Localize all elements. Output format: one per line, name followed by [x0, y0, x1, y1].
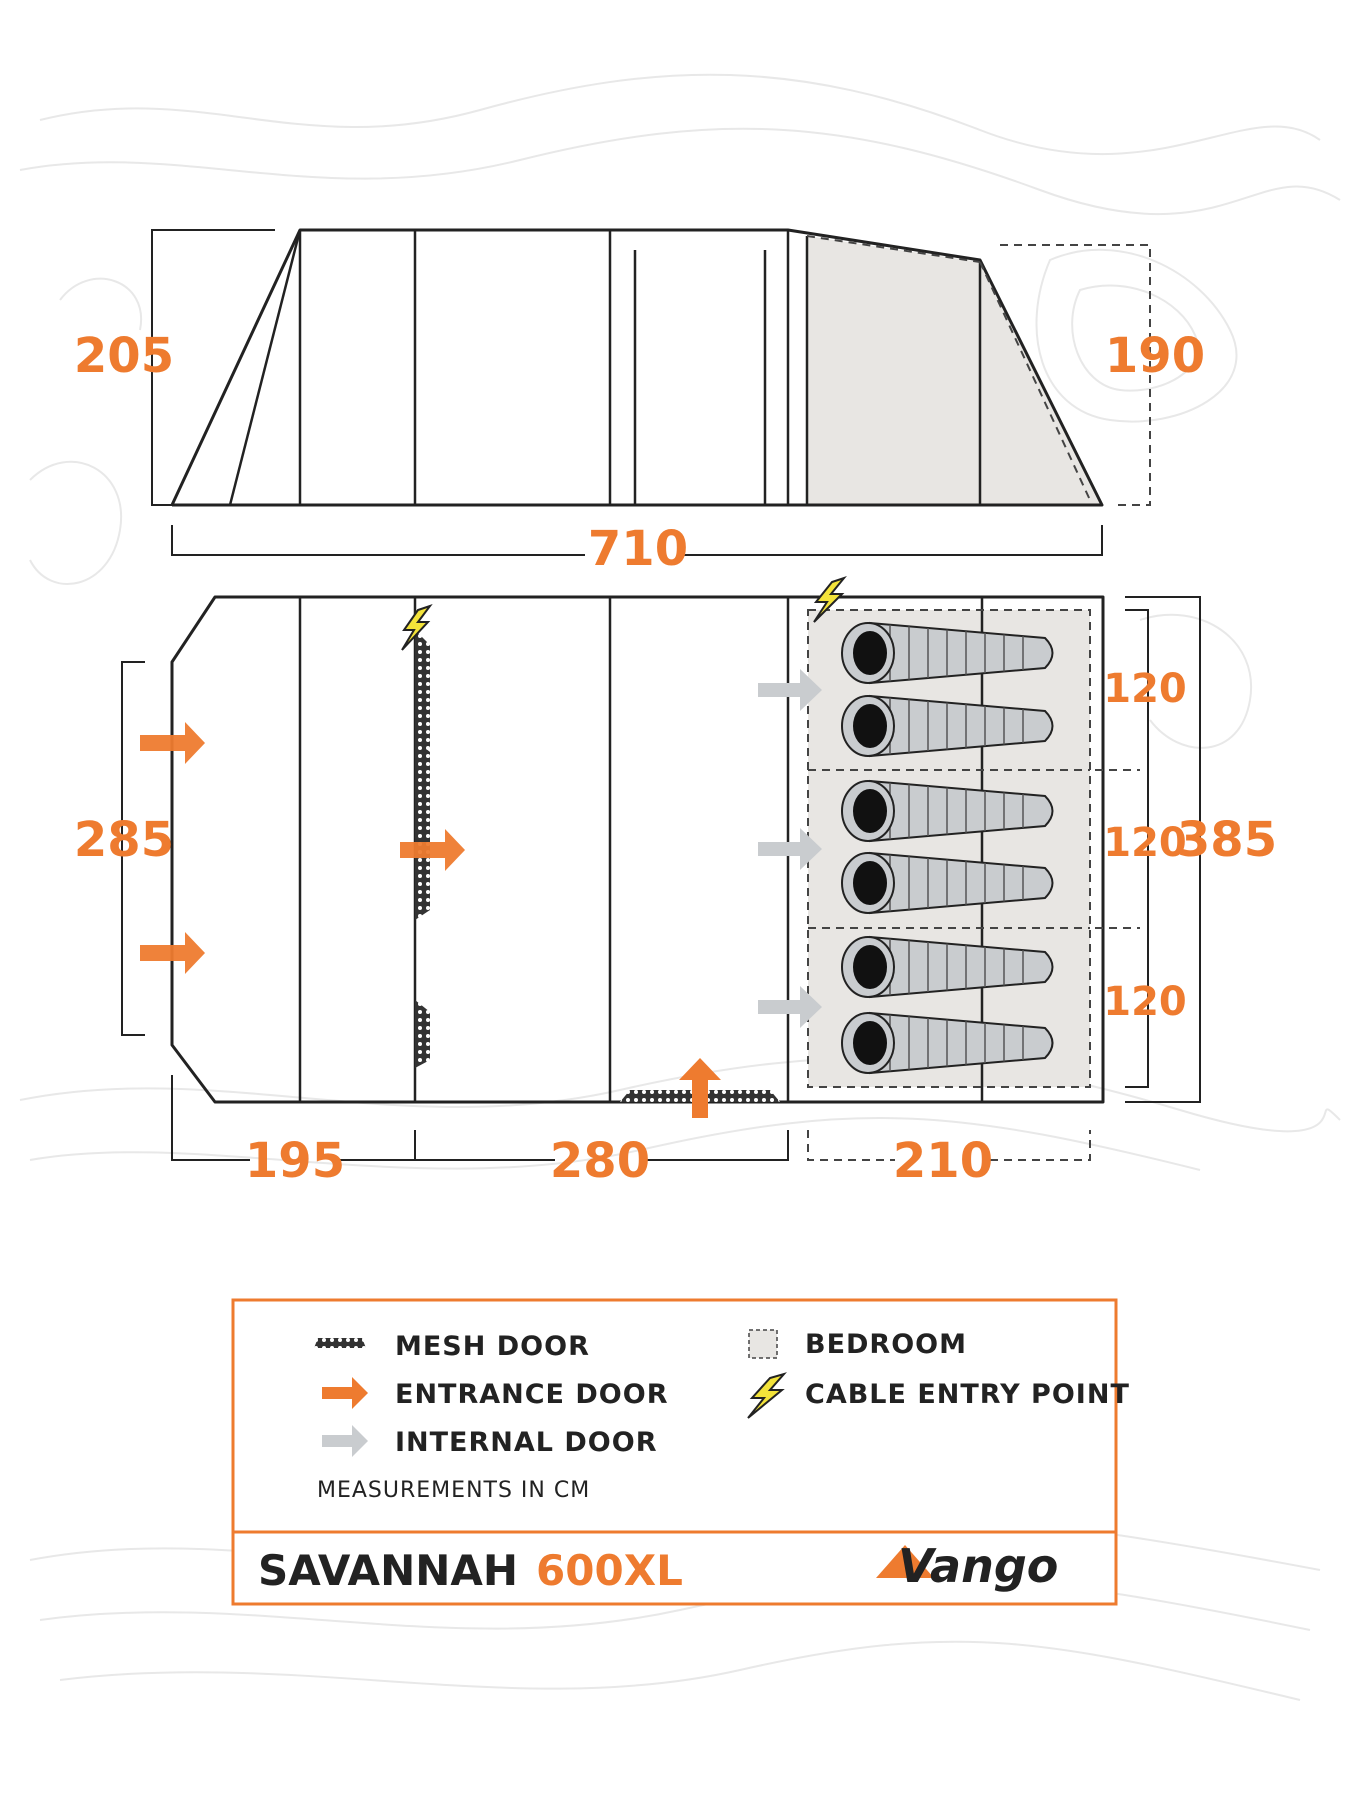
bay-width-2-label: 120 [1103, 820, 1187, 866]
bedroom-side-fill [807, 236, 1102, 505]
bay-width-3-label: 120 [1103, 979, 1187, 1025]
sleeping-bag [841, 621, 1054, 685]
legend-internal-door-label: INTERNAL DOOR [395, 1427, 658, 1458]
bay-width-1-label: 120 [1103, 666, 1187, 712]
cable-entry-icon [747, 1372, 787, 1419]
measurements-note: MEASUREMENTS IN CM [317, 1478, 590, 1503]
side-elevation: 205 190 710 [74, 228, 1205, 577]
product-title: SAVANNAH 600XL [258, 1546, 683, 1595]
total-length-label: 710 [588, 521, 688, 577]
sleeping-bag [841, 851, 1054, 915]
height-right-label: 190 [1105, 328, 1205, 384]
legend-mesh-door-label: MESH DOOR [395, 1331, 590, 1362]
width-total-label: 385 [1177, 812, 1277, 868]
product-model: 600XL [536, 1546, 683, 1595]
legend-box: MESH DOOR ENTRANCE DOOR INTERNAL DOOR BE… [231, 1298, 1130, 1606]
height-left-label: 205 [74, 328, 174, 384]
length-2-label: 280 [550, 1133, 650, 1189]
internal-door-arrows [758, 669, 822, 1028]
sleeping-bag [841, 694, 1054, 758]
bedroom-floor-fill [808, 610, 1090, 1087]
tent-floor-outline [170, 595, 1105, 1104]
length-3-label: 210 [893, 1133, 993, 1189]
width-left-label: 285 [74, 812, 174, 868]
svg-text:Vango: Vango [898, 1539, 1058, 1593]
sleeping-bags [841, 621, 1054, 1075]
entrance-door-icon [322, 1377, 368, 1409]
legend-cable-entry-label: CABLE ENTRY POINT [805, 1379, 1130, 1410]
vango-logo: Vango [876, 1539, 1058, 1593]
mesh-door-icon [314, 1338, 366, 1348]
tent-side-outline [170, 228, 1104, 507]
mesh-door-strips [415, 630, 780, 1102]
cable-entry-point-bedroom [813, 575, 847, 623]
floor-plan: 285 385 120 120 120 195 280 210 [74, 575, 1277, 1189]
legend-entrance-door-label: ENTRANCE DOOR [395, 1379, 669, 1410]
product-name: SAVANNAH [258, 1546, 518, 1595]
cable-entry-point-main [401, 604, 433, 651]
entrance-door-arrows [140, 722, 721, 1118]
internal-door-icon [322, 1425, 368, 1457]
bedroom-icon [748, 1329, 778, 1359]
sleeping-bag [841, 1011, 1054, 1075]
sleeping-bag [841, 935, 1054, 999]
length-1-label: 195 [245, 1133, 345, 1189]
sleeping-bag [841, 779, 1054, 843]
legend-bedroom-label: BEDROOM [805, 1329, 967, 1360]
